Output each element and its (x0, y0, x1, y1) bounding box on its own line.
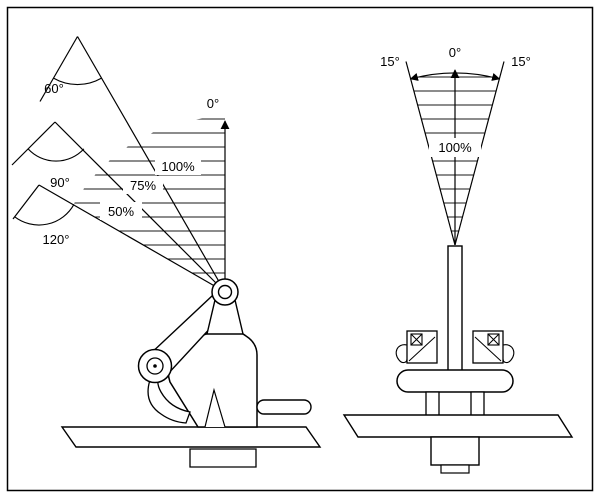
side-grip-wedge (204, 387, 226, 428)
front-view-load-100-label: 100% (438, 140, 472, 155)
side-cam-pivot-center (153, 364, 157, 368)
front-left-leg (425, 391, 440, 417)
front-lower-jaw-foot (440, 464, 470, 474)
side-view-load-75-label: 75% (130, 178, 156, 193)
front-left-spring (408, 336, 436, 362)
side-lower-jaw (189, 448, 257, 468)
side-cam-tooth (147, 378, 191, 424)
front-workpiece-plate (342, 414, 574, 438)
sling-120-arc (14, 204, 75, 226)
front-right-leg (470, 391, 485, 417)
sling-90-left-leg (11, 121, 56, 166)
load-50-backing (100, 202, 142, 220)
front-view-angle-arc (409, 72, 501, 81)
sling-60-left-leg (39, 36, 79, 102)
side-view-clamp (60, 278, 322, 468)
side-handle-rod (256, 399, 312, 415)
front-left-clip-hook (395, 344, 408, 364)
front-view-left-15-label: 15° (380, 54, 400, 69)
front-crossbar (396, 369, 514, 393)
side-view-60-label: 60° (44, 81, 64, 96)
front-view-zero-label: 0° (449, 45, 461, 60)
front-view-right-15-label: 15° (511, 54, 531, 69)
side-view-load-50-label: 50% (108, 204, 134, 219)
front-left-bolt-cross (410, 333, 423, 346)
load-100-backing (155, 157, 201, 175)
front-right-clip-hook (502, 344, 515, 364)
sling-120-left-leg (12, 184, 40, 220)
front-eye-bar (447, 245, 463, 377)
side-view-load-100-label: 100% (161, 159, 195, 174)
side-view-line-60deg (38, 184, 226, 293)
front-lower-jaw (430, 436, 480, 466)
front-view-clamp (342, 245, 574, 474)
front-right-spring (474, 336, 502, 362)
front-view: 0° 15° 15° 100% (342, 45, 574, 474)
side-view-120-label: 120° (43, 232, 70, 247)
side-view-90-label: 90° (50, 175, 70, 190)
sling-60-arc (53, 77, 102, 85)
side-view-zero-label: 0° (207, 96, 219, 111)
front-load-100-backing (429, 138, 481, 157)
front-right-bolt-cross (487, 333, 500, 346)
load-75-backing (123, 176, 163, 194)
sling-90-arc (27, 148, 85, 162)
side-view-load-fan: 0° 60° 90° 120° 100% 75% 50% (11, 36, 230, 293)
side-view-line-30deg (76, 36, 226, 293)
front-view-load-fan: 0° 15° 15° 100% (380, 45, 531, 246)
side-eye-hole (217, 284, 233, 300)
side-workpiece-plate (60, 426, 322, 448)
side-view: 0° 60° 90° 120° 100% 75% 50% (11, 36, 322, 468)
